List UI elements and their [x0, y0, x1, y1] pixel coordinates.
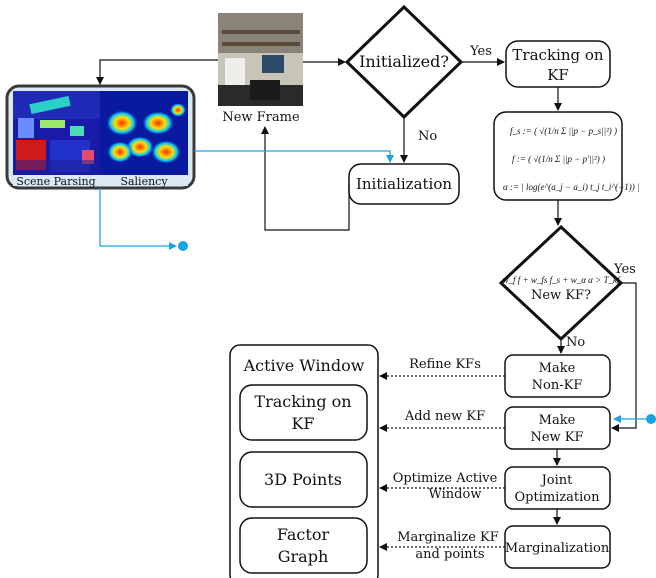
edge-marginalize-line1: Marginalize KF [397, 530, 499, 545]
edge-no-init: No [418, 129, 437, 144]
active-window-panel: Active Window Tracking on KF 3D Points F… [229, 344, 379, 578]
make-nonkf-line1: Make [539, 361, 576, 376]
blue-connectors [99, 150, 650, 423]
aw-tracking-line1: Tracking on [254, 392, 351, 411]
edge-optimize-line1: Optimize Active [393, 471, 498, 486]
tracking-kf-line2: KF [547, 66, 569, 84]
newkf-label: New KF? [531, 288, 591, 303]
newkf-formula: w_f f + w_fs f_s + w_α α > T_kf [503, 275, 621, 285]
saliency-image [100, 91, 188, 175]
marginalization-label: Marginalization [505, 541, 610, 556]
edge-no-newkf: No [566, 335, 585, 350]
joint-opt-line2: Optimization [514, 490, 600, 505]
new-frame-photo [218, 13, 303, 106]
joint-opt-line1: Joint [540, 473, 574, 488]
make-newkf-box: Make New KF [504, 406, 611, 450]
marginalization-box: Marginalization [504, 525, 611, 569]
formula-box: f_s := ( √(1/n Σ ||p − p_s||²) ) f := ( … [493, 111, 639, 201]
blue-endpoint-dot-right [646, 414, 656, 424]
make-newkf-line2: New KF [530, 430, 583, 445]
make-newkf-line1: Make [539, 413, 576, 428]
scene-parsing-image [13, 91, 100, 175]
make-nonkf-box: Make Non-KF [504, 354, 611, 398]
initialization-label: Initialization [356, 175, 452, 193]
joint-optimization-box: Joint Optimization [504, 466, 611, 510]
tracking-kf-line1: Tracking on [512, 46, 603, 64]
edge-add-new: Add new KF [404, 409, 485, 424]
aw-factor-line1: Factor [277, 525, 330, 544]
initialization-box: Initialization [348, 163, 460, 205]
connectors [96, 58, 637, 525]
edge-yes-newkf: Yes [613, 262, 636, 277]
scene-parsing-caption: Scene Parsing [16, 175, 95, 188]
aw-points-label: 3D Points [264, 470, 342, 489]
aw-factor-line2: Graph [278, 547, 329, 566]
saliency-caption: Saliency [120, 175, 168, 188]
aw-tracking-line2: KF [291, 414, 314, 433]
edge-optimize-line2: Window [429, 487, 482, 502]
newkf-diamond: w_f f + w_fs f_s + w_α α > T_kf New KF? [498, 224, 624, 342]
initialized-label: Initialized? [359, 52, 449, 71]
make-nonkf-line2: Non-KF [532, 378, 583, 393]
formula-fs: f_s := ( √(1/n Σ ||p − p_s||²) ) [510, 126, 617, 136]
image-panel: Scene Parsing Saliency [5, 84, 196, 190]
initialized-diamond: Initialized? [344, 4, 464, 120]
edge-refine: Refine KFs [409, 357, 481, 372]
edge-yes-init: Yes [469, 44, 492, 59]
new-frame-label: New Frame [222, 110, 300, 125]
formula-f: f := ( √(1/n Σ ||p − p'||²) ) [512, 154, 605, 164]
formula-alpha: α := | log(e^(a_j − a_i) t_j t_i^(−1)) | [503, 182, 639, 192]
blue-endpoint-dot [178, 241, 188, 251]
tracking-kf-box: Tracking on KF [505, 40, 611, 88]
dotted-connectors [379, 372, 505, 551]
edge-marginalize-line2: and points [415, 547, 484, 562]
active-window-title: Active Window [243, 356, 365, 375]
